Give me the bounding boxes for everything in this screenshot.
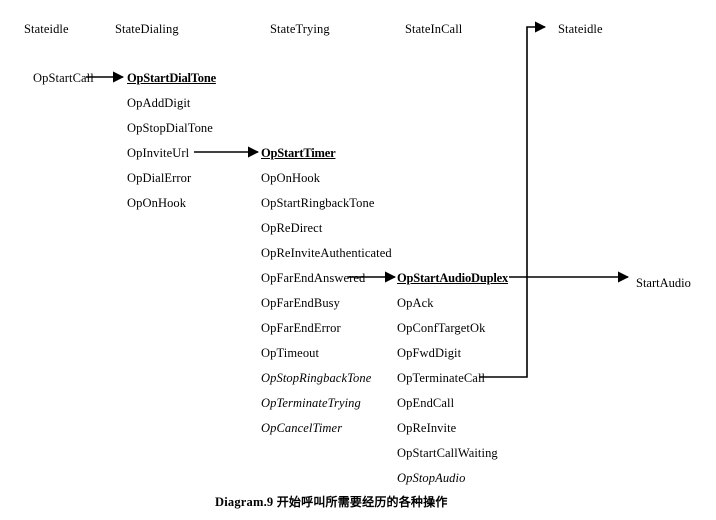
- op-opinviteurl: OpInviteUrl: [127, 146, 190, 160]
- arrow-opterminatecall-to-stateidle: [479, 21, 547, 378]
- op-opadddigit: OpAddDigit: [127, 96, 191, 110]
- op-opreinvite: OpReInvite: [397, 421, 457, 435]
- op-opredirect: OpReDirect: [261, 221, 323, 235]
- op-opreinviteauthenticated: OpReInviteAuthenticated: [261, 246, 392, 260]
- column-header-stateidle: Stateidle: [24, 22, 69, 36]
- op-opstartcallwaiting: OpStartCallWaiting: [397, 446, 498, 460]
- column-header-statedialing: StateDialing: [115, 22, 179, 36]
- op-opstartcall: OpStartCall: [33, 71, 94, 85]
- op-opconftargetok: OpConfTargetOk: [397, 321, 486, 335]
- op-optimeout: OpTimeout: [261, 346, 320, 360]
- op-opstopringbacktone: OpStopRingbackTone: [261, 371, 372, 385]
- op-opstartringbacktone: OpStartRingbackTone: [261, 196, 375, 210]
- op-opstopaudio: OpStopAudio: [397, 471, 466, 485]
- endpoint-startaudio: StartAudio: [636, 276, 691, 290]
- column-header-stateidle-return: Stateidle: [558, 22, 603, 36]
- op-oponhook-trying: OpOnHook: [261, 171, 321, 185]
- diagram-caption: Diagram.9 开始呼叫所需要经历的各种操作: [215, 495, 448, 510]
- op-opcanceltimer: OpCancelTimer: [261, 421, 343, 435]
- op-opdialerror: OpDialError: [127, 171, 192, 185]
- op-opfarenderror: OpFarEndError: [261, 321, 341, 335]
- op-opendcall: OpEndCall: [397, 396, 455, 410]
- op-opstopdialtone: OpStopDialTone: [127, 121, 213, 135]
- column-header-statetrying: StateTrying: [270, 22, 330, 36]
- op-opstarttimer: OpStartTimer: [261, 146, 336, 160]
- column-header-stateincall: StateInCall: [405, 22, 463, 36]
- op-oponhook-dialing: OpOnHook: [127, 196, 187, 210]
- op-opstartdialtone: OpStartDialTone: [127, 71, 216, 85]
- op-opfarendanswered: OpFarEndAnswered: [261, 271, 366, 285]
- caption-text: 开始呼叫所需要经历的各种操作: [276, 495, 448, 509]
- op-opfarendbusy: OpFarEndBusy: [261, 296, 340, 310]
- op-opstartaudioduplex: OpStartAudioDuplex: [397, 271, 509, 285]
- op-opfwddigit: OpFwdDigit: [397, 346, 462, 360]
- op-opterminatetrying: OpTerminateTrying: [261, 396, 361, 410]
- op-opack: OpAck: [397, 296, 434, 310]
- caption-label: Diagram.9: [215, 495, 274, 509]
- op-opterminatecall: OpTerminateCall: [397, 371, 486, 385]
